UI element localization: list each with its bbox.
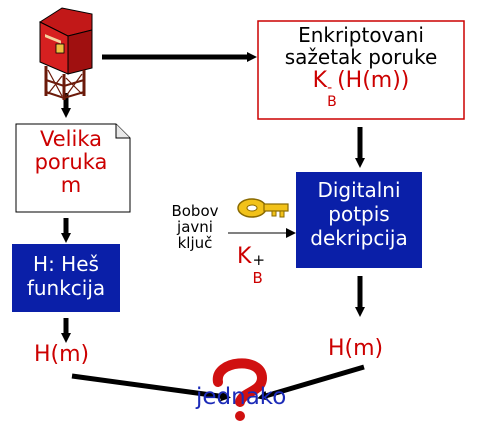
formula-rest: (H(m)) bbox=[337, 67, 410, 93]
encrypted-line2: sažetak poruke bbox=[284, 45, 438, 70]
message-line2: poruka bbox=[34, 150, 108, 175]
hash-line2: funkcija bbox=[26, 276, 106, 300]
public-key-sup: + bbox=[252, 251, 266, 269]
hash-function-box: H: Heš funkcija bbox=[12, 244, 120, 312]
public-key-label: Bobov javni ključ bbox=[166, 202, 224, 252]
public-key-k: K bbox=[237, 244, 252, 269]
decryption-box: Digitalni potpis dekripcija bbox=[296, 172, 422, 268]
message-text: Velika poruka m bbox=[16, 127, 126, 198]
message-line1: Velika bbox=[40, 127, 102, 151]
encrypted-line1: Enkriptovani bbox=[298, 23, 424, 47]
decrypt-line2: potpis bbox=[328, 202, 390, 226]
public-key-line3: ključ bbox=[177, 233, 213, 252]
formula-k: K bbox=[312, 67, 328, 93]
arrow-left-to-compare bbox=[71, 373, 231, 402]
message-line3: m bbox=[60, 173, 82, 198]
decrypt-line1: Digitalni bbox=[317, 178, 401, 202]
arrow-right-to-compare bbox=[257, 364, 365, 401]
encrypted-digest-text: Enkriptovani sažetak poruke K-B(H(m)) bbox=[258, 23, 464, 110]
compare-label: jednako bbox=[196, 384, 287, 410]
key-icon bbox=[237, 198, 289, 218]
public-key-sub: B bbox=[252, 269, 263, 287]
hash-result-right: H(m) bbox=[328, 336, 384, 361]
message-document bbox=[15, 123, 131, 213]
hash-line1: H: Heš bbox=[33, 252, 99, 276]
encrypted-digest-box bbox=[257, 20, 465, 120]
public-key-line2: javni bbox=[177, 217, 213, 236]
decrypt-line3: dekripcija bbox=[310, 226, 408, 250]
public-key-line1: Bobov bbox=[171, 202, 219, 220]
formula-sub: B bbox=[327, 93, 337, 110]
encrypted-formula: K-B(H(m)) bbox=[258, 67, 464, 109]
hash-result-left: H(m) bbox=[34, 342, 90, 367]
mailbox-icon bbox=[38, 7, 93, 100]
public-key-symbol: K+B bbox=[237, 244, 266, 287]
formula-sup: - bbox=[327, 79, 333, 96]
question-mark-icon bbox=[212, 358, 268, 421]
